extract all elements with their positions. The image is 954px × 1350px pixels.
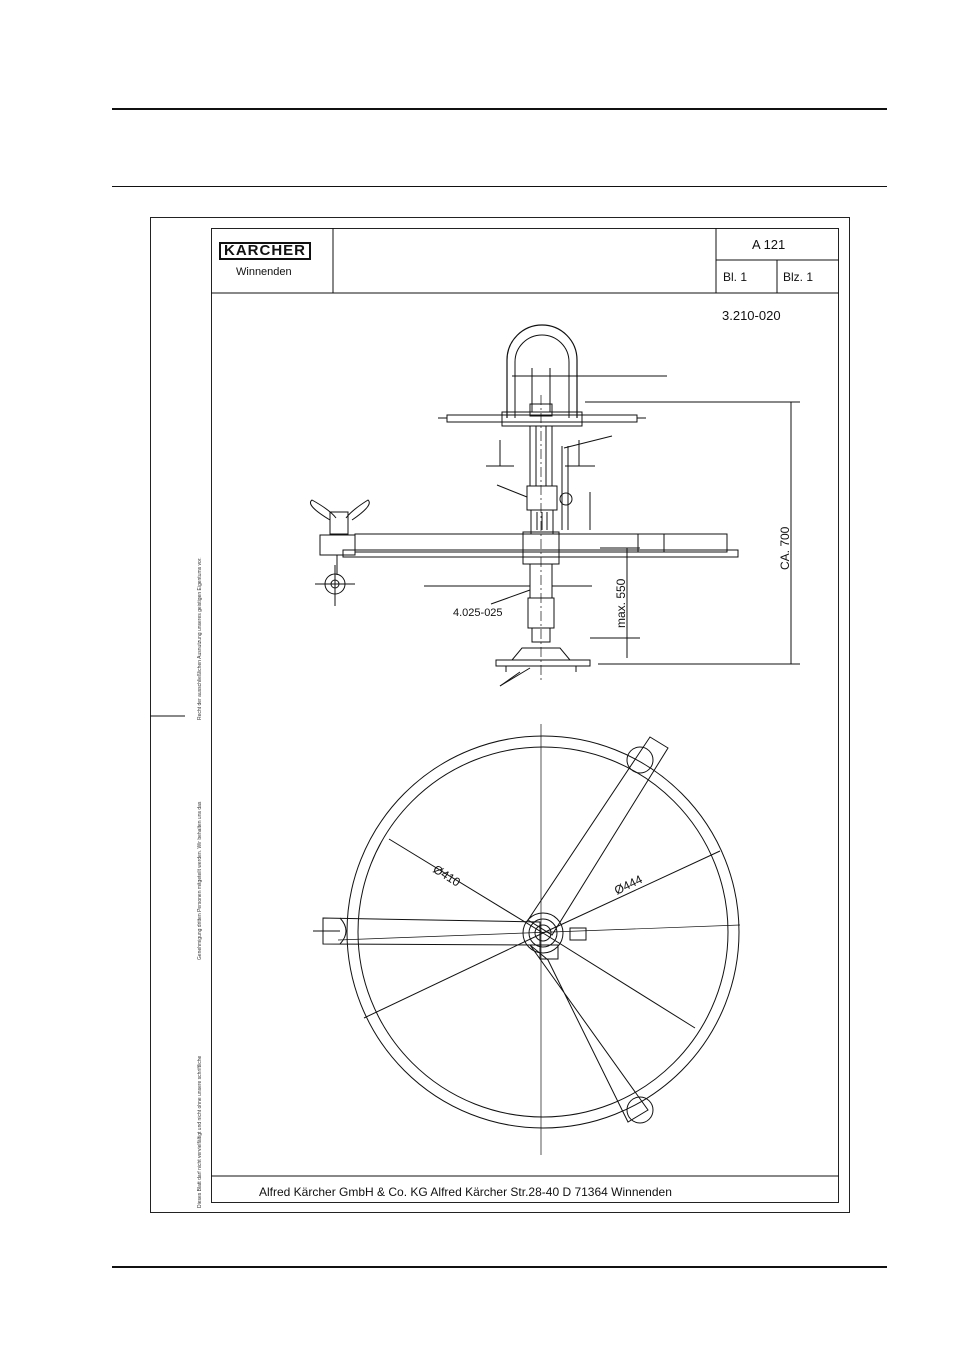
drawing-frame — [150, 217, 850, 1213]
brand-logo: KÄRCHER — [219, 242, 311, 260]
part-ref-label: 4.025-025 — [453, 607, 503, 619]
header-rule — [112, 186, 887, 187]
sheet-count-label: Blz. 1 — [783, 270, 814, 284]
brand-wordmark: KÄRCHER — [219, 242, 311, 260]
drawing-inner-border — [211, 228, 839, 1203]
drawing-number: A 121 — [752, 237, 786, 252]
top-rule — [112, 108, 887, 110]
part-number: 3.210-020 — [722, 308, 781, 323]
bottom-rule — [112, 1266, 887, 1268]
brand-location: Winnenden — [236, 266, 292, 278]
sheet-label: Bl. 1 — [723, 270, 748, 284]
footer-company: Alfred Kärcher GmbH & Co. KG Alfred Kärc… — [259, 1185, 672, 1199]
